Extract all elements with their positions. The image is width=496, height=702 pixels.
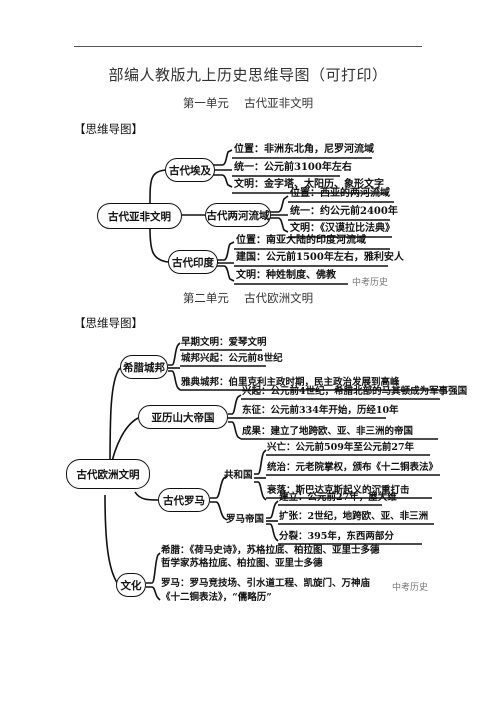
unit1-branch-india: 古代印度 (168, 250, 218, 274)
unit1-heading: 第一单元 古代亚非文明 (182, 96, 314, 110)
unit2-empire-item: 建立：公元前27年，屋大维 (279, 492, 397, 503)
unit1-mindmap-label: 【思维导图】 (74, 122, 143, 136)
unit2-watermark: 中考历史 (392, 583, 429, 593)
unit2-branch-culture: 文化 (116, 573, 146, 597)
unit2-republic-item: 统治：元老院掌权，颁布《十二铜表法》 (267, 462, 439, 473)
unit2-mindmap-label: 【思维导图】 (74, 316, 143, 330)
unit2-empire-item: 分裂：395年，东西两部分 (279, 531, 394, 542)
unit1-two-rivers-item: 位置：西亚的两河流域 (290, 188, 390, 199)
unit1-egypt-item: 统一：公元前3100年左右 (234, 162, 352, 173)
unit1-india-item: 位置：南亚大陆的印度河流域 (236, 235, 366, 246)
unit2-greece-item: 城邦兴起：公元前8世纪 (181, 353, 283, 364)
unit2-alexander-item: 成果：建立了地跨欧、亚、非三洲的帝国 (242, 426, 414, 437)
unit2-rome-empire-label: 罗马帝国 (226, 514, 265, 525)
header-rule (74, 46, 422, 47)
unit2-greece-item: 雅典城邦：伯里克利主政时期，民主政治发展到高峰 (181, 377, 400, 388)
page-title: 部编人教版九上历史思维导图（可打印） (108, 66, 388, 84)
unit2-republic-item: 兴亡：公元前509年至公元前27年 (267, 442, 415, 453)
unit2-empire-item: 扩张：2世纪，地跨欧、亚、非三洲 (279, 511, 429, 522)
unit2-branch-alexander: 亚历山大帝国 (138, 405, 228, 429)
unit2-root-node: 古代欧洲文明 (66, 459, 150, 489)
unit2-culture-rome-line: 罗马：罗马竞技场、引水道工程、凯旋门、万神庙 (161, 578, 371, 589)
unit2-culture-rome-line: 《十二铜表法》，“儒略历” (161, 592, 272, 603)
unit1-india-item: 建国：公元前1500年左右，雅利安人 (236, 252, 404, 263)
unit2-branch-greece: 希腊城邦 (120, 355, 168, 379)
unit2-branch-rome: 古代罗马 (158, 488, 210, 512)
unit1-india-item: 文明：种姓制度、佛教 (236, 270, 336, 281)
unit1-egypt-item: 文明：金字塔、太阳历、象形文字 (234, 179, 384, 190)
unit1-root-node: 古代亚非文明 (97, 203, 182, 229)
unit2-republic-item: 衰落：斯巴达克斯起义的沉重打击 (267, 485, 410, 496)
unit2-culture-greece-line: 哲学家苏格拉底、柏拉图、亚里士多德 (161, 558, 323, 569)
unit1-two-rivers-item: 统一：约公元前2400年 (290, 206, 398, 217)
unit2-rome-republic-label: 共和国 (224, 470, 253, 481)
unit1-watermark: 中考历史 (352, 278, 389, 288)
unit1-branch-two-rivers: 古代两河流域 (205, 203, 271, 227)
unit2-culture-greece-line: 希腊：《荷马史诗》，苏格拉底、柏拉图、亚里士多德 (161, 545, 380, 556)
unit2-heading: 第二单元 古代欧洲文明 (182, 291, 314, 305)
unit1-branch-egypt: 古代埃及 (165, 158, 215, 182)
unit2-alexander-item: 东征：公元前334年开始，历经10年 (242, 405, 399, 416)
unit1-egypt-item: 位置：非洲东北角，尼罗河流域 (234, 144, 374, 155)
unit2-greece-item: 早期文明：爱琴文明 (181, 337, 267, 348)
unit2-alexander-item: 兴起：公元前4世纪，希腊北部的马其顿成为军事强国 (242, 386, 468, 397)
unit1-two-rivers-item: 文明：《汉谟拉比法典》 (290, 223, 395, 234)
